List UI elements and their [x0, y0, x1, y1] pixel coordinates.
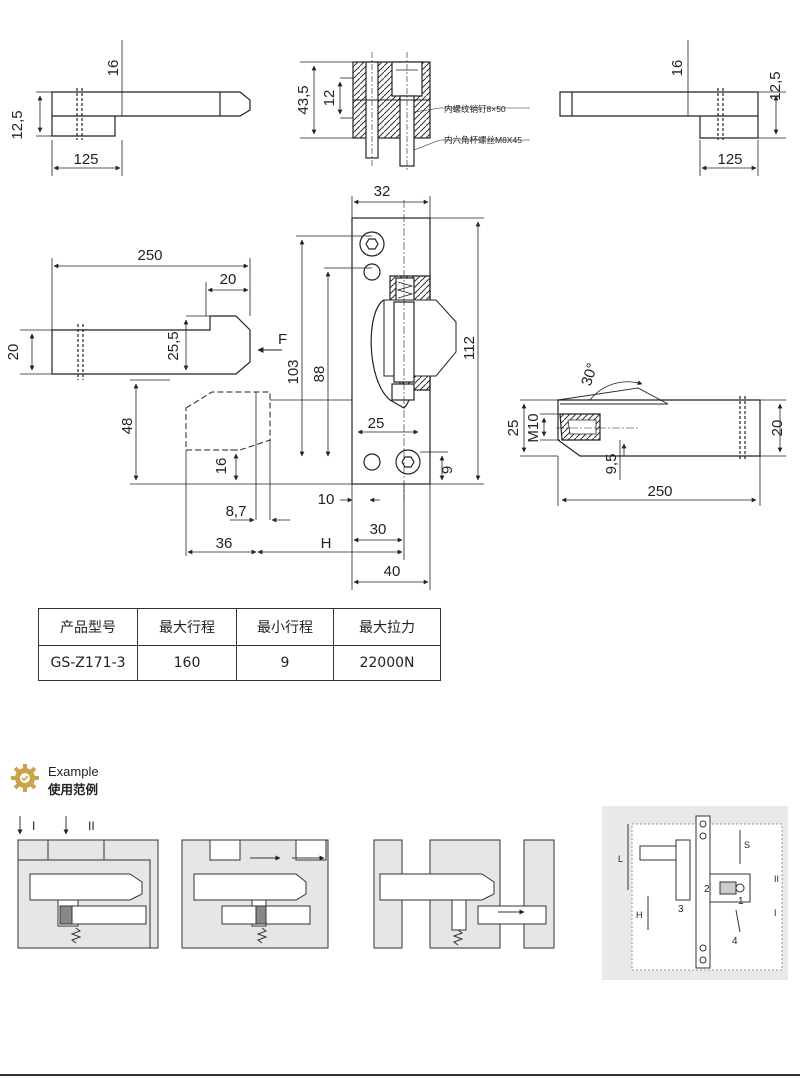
- side-view: [520, 380, 786, 506]
- diag-label-3: 3: [678, 904, 684, 915]
- body-dim-48: 48: [119, 418, 136, 435]
- diag-label-2: 2: [704, 884, 710, 895]
- gear-icon: [11, 764, 39, 792]
- example-title-en: Example: [48, 764, 99, 779]
- plunger-dim-25-5: 25,5: [165, 331, 182, 360]
- top-left-dim-16: 16: [105, 60, 122, 77]
- body-dim-16: 16: [213, 458, 230, 475]
- pin-note: 内螺纹销钉8×50: [444, 104, 506, 114]
- diag-label-I: I: [774, 908, 777, 918]
- plunger-dim-20-tip: 20: [220, 271, 237, 288]
- body-dim-10: 10: [318, 491, 335, 508]
- plunger-dim-250: 250: [137, 247, 162, 264]
- body-dim-8-7: 8,7: [226, 503, 247, 520]
- diag-label-4: 4: [732, 936, 738, 947]
- spec-table-header: 产品型号 最大行程 最小行程 最大拉力: [38, 608, 441, 646]
- body-dim-32: 32: [374, 183, 391, 200]
- screw-note: 内六角杯螺丝M8X45: [444, 135, 522, 145]
- table-row: GS-Z171-3 160 9 22000N: [38, 645, 441, 681]
- header-min-stroke: 最小行程: [236, 608, 334, 646]
- body-dim-88: 88: [311, 366, 328, 383]
- header-model: 产品型号: [38, 608, 138, 646]
- side-dim-20: 20: [769, 420, 786, 437]
- body-dim-25: 25: [368, 415, 385, 432]
- top-right-dim-125: 125: [717, 151, 742, 168]
- force-label: F: [278, 331, 287, 348]
- top-left-dim-12-5: 12,5: [9, 110, 26, 139]
- plunger-front-view: [20, 258, 282, 380]
- body-dimension-lines: [130, 196, 484, 590]
- side-dim-angle: 30°: [578, 361, 601, 388]
- example-scene-3: [373, 839, 555, 949]
- body-dim-112: 112: [461, 336, 478, 360]
- example-heading: Example 使用范例: [10, 760, 130, 800]
- example-scene-2: [181, 839, 329, 949]
- spec-table: 产品型号 最大行程 最小行程 最大拉力 GS-Z171-3 160 9 2200…: [38, 608, 441, 681]
- diag-label-L: L: [618, 854, 623, 864]
- example-title-cn: 使用范例: [48, 782, 99, 797]
- body-dim-36: 36: [216, 535, 233, 552]
- example-assembly-diagram: [602, 806, 788, 980]
- example-scene-1: [17, 816, 159, 949]
- side-dim-9-5: 9,5: [603, 454, 620, 475]
- body-dim-H: H: [321, 535, 332, 552]
- top-right-dim-12-5: 12,5: [767, 71, 784, 100]
- body-dim-40: 40: [384, 563, 401, 580]
- diag-label-S: S: [744, 840, 750, 850]
- top-left-dim-125: 125: [73, 151, 98, 168]
- top-left-view: [36, 40, 251, 176]
- side-dim-250: 250: [647, 483, 672, 500]
- top-right-dim-16: 16: [669, 60, 686, 77]
- body-dim-103: 103: [285, 359, 302, 384]
- cell-max-stroke: 160: [137, 645, 237, 681]
- header-max-force: 最大拉力: [333, 608, 441, 646]
- bottom-divider: [0, 1074, 800, 1076]
- body-dim-9: 9: [439, 466, 456, 474]
- header-max-stroke: 最大行程: [137, 608, 237, 646]
- technical-drawing: 16 12,5 125 43,5 12 内螺纹销钉8×50 内六角杯螺丝M8X4…: [5, 40, 786, 590]
- body-assembly-view: [185, 200, 457, 500]
- example-illustrations: I II: [17, 806, 788, 980]
- cell-model: GS-Z171-3: [38, 645, 138, 681]
- plunger-dim-20-height: 20: [5, 344, 22, 361]
- scene1-label-I: I: [32, 819, 35, 833]
- diag-label-II: II: [774, 874, 779, 884]
- scene1-label-II: II: [88, 819, 95, 833]
- diag-label-1: 1: [738, 896, 744, 907]
- top-mid-dim-12: 12: [321, 90, 338, 107]
- cell-max-force: 22000N: [333, 645, 441, 681]
- body-dim-30: 30: [370, 521, 387, 538]
- top-mid-section-view: [300, 52, 530, 172]
- side-dim-25: 25: [505, 420, 522, 437]
- top-mid-dim-43-5: 43,5: [295, 85, 312, 114]
- cell-min-stroke: 9: [236, 645, 334, 681]
- top-right-view: [559, 40, 786, 176]
- diag-label-H: H: [636, 910, 643, 920]
- side-dim-m10: M10: [525, 413, 542, 442]
